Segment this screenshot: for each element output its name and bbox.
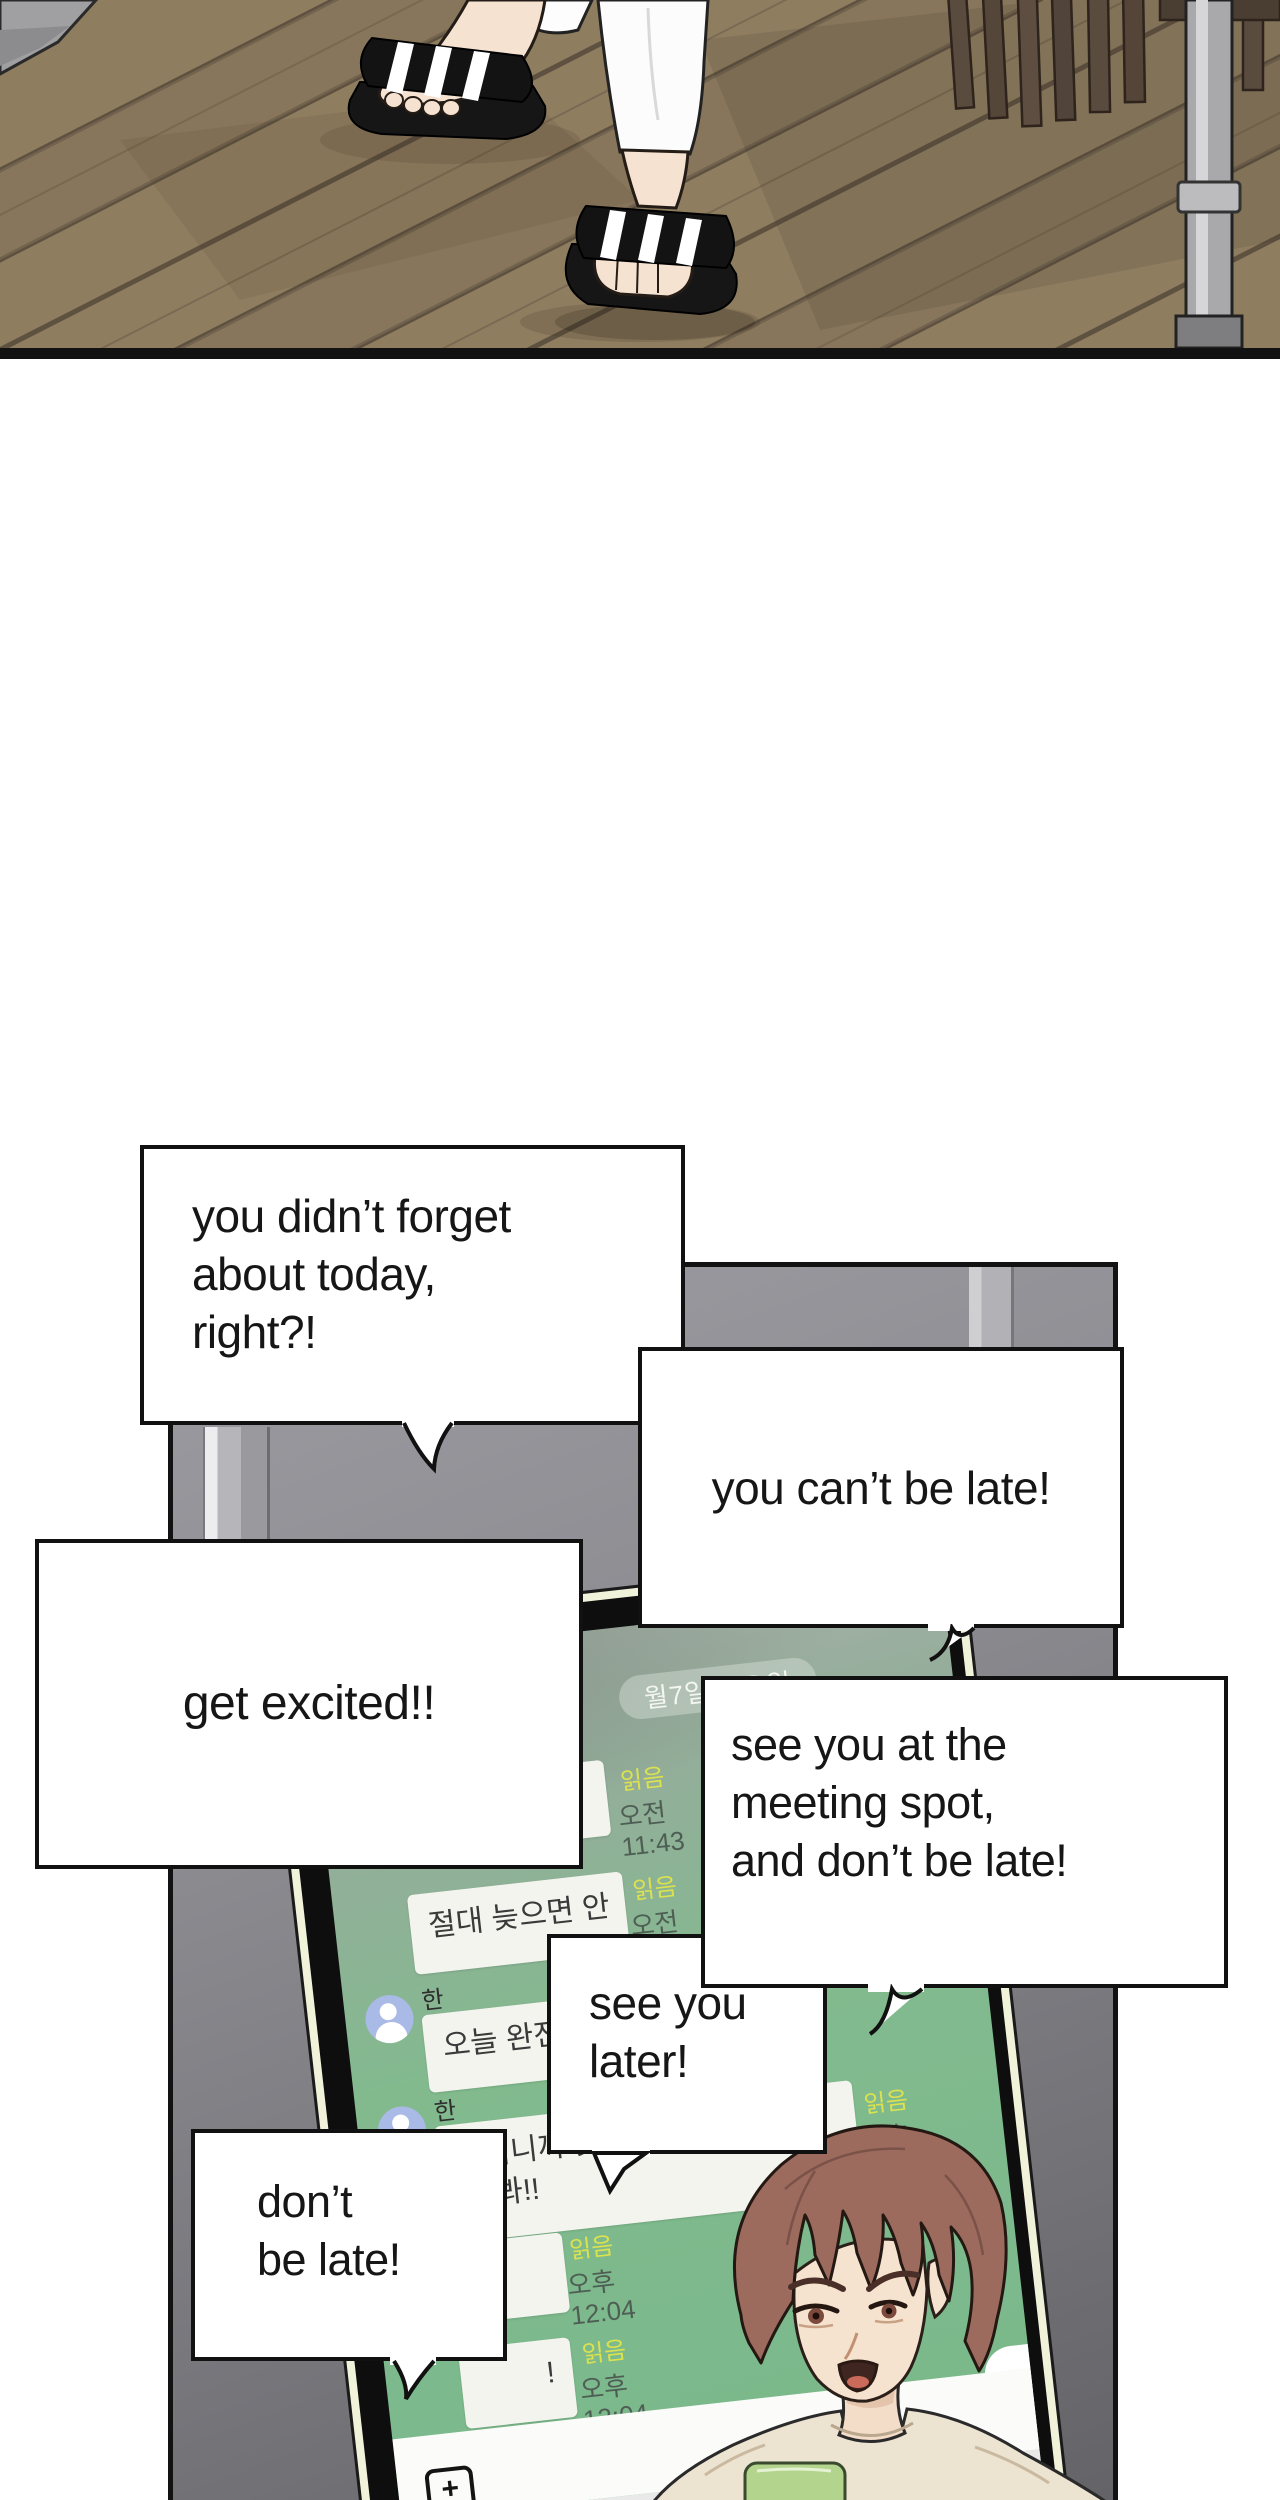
bubble-tail [928,1624,976,1662]
deck-illustration [0,0,1280,348]
right-leg [555,0,755,340]
bubble-tail [590,2149,653,2195]
speech-text: and don’t be late! [731,1835,1068,1886]
right-ankle [620,148,690,210]
character-eyes [792,2299,908,2329]
right-sandal-stripes [600,210,702,266]
speech-text: you didn’t forget [192,1190,511,1242]
speech-bubble: get excited!! [35,1539,583,1869]
character-eyebrow [788,2277,846,2292]
speech-text: see you at the [731,1719,1007,1770]
speech-bubble: don’t be late! [191,2129,507,2361]
speech-text: get excited!! [182,1677,436,1730]
speech-text: meeting spot, [731,1777,995,1828]
left-leg [347,0,594,141]
speech-bubble: see you at the meeting spot, and don’t b… [701,1676,1228,1988]
character-eyebrow [866,2270,920,2292]
message-meta: 읽음 오전 11:43 [616,1762,687,1863]
speech-bubble: see you later! [547,1934,827,2154]
left-sandal-stripes [386,42,490,101]
speech-text: you can’t be late! [711,1461,1051,1514]
deck-railing [946,0,1280,128]
speech-bubble: you didn’t forget about today, right?! [140,1145,685,1425]
speech-text: later! [589,2035,689,2087]
timestamp: 오전 11:43 [616,1797,687,1863]
profile-avatar-icon[interactable] [362,1992,417,2046]
read-receipt: 읽음 [631,1873,679,1906]
deck-corner-object [0,0,99,76]
bubble-tail [868,1984,924,2036]
speech-text: about today, [192,1248,436,1300]
bubble-tail [390,2357,436,2401]
character-nose [843,2332,859,2360]
message-meta: 읽음 오후 12:04 [565,2230,638,2331]
character-illustration [653,2124,1107,2500]
speech-text: don’t [257,2176,353,2227]
read-receipt: 읽음 [567,2232,615,2265]
timestamp: 오후 12:04 [565,2265,638,2331]
read-receipt: 읽음 [580,2336,628,2369]
attach-plus-icon[interactable]: + [423,2464,477,2500]
read-receipt: 읽음 [619,1764,666,1796]
speech-bubble: you can’t be late! [638,1347,1124,1628]
character-hair [732,2124,1008,2373]
speech-text: right?! [192,1306,317,1358]
held-phone [743,2461,847,2500]
top-panel-deck-scene [0,0,1280,359]
shirt-collar [830,2421,914,2437]
speech-text: be late! [257,2234,401,2285]
metal-pole [1174,0,1244,348]
bubble-tail [402,1419,454,1474]
left-toes [384,91,461,117]
